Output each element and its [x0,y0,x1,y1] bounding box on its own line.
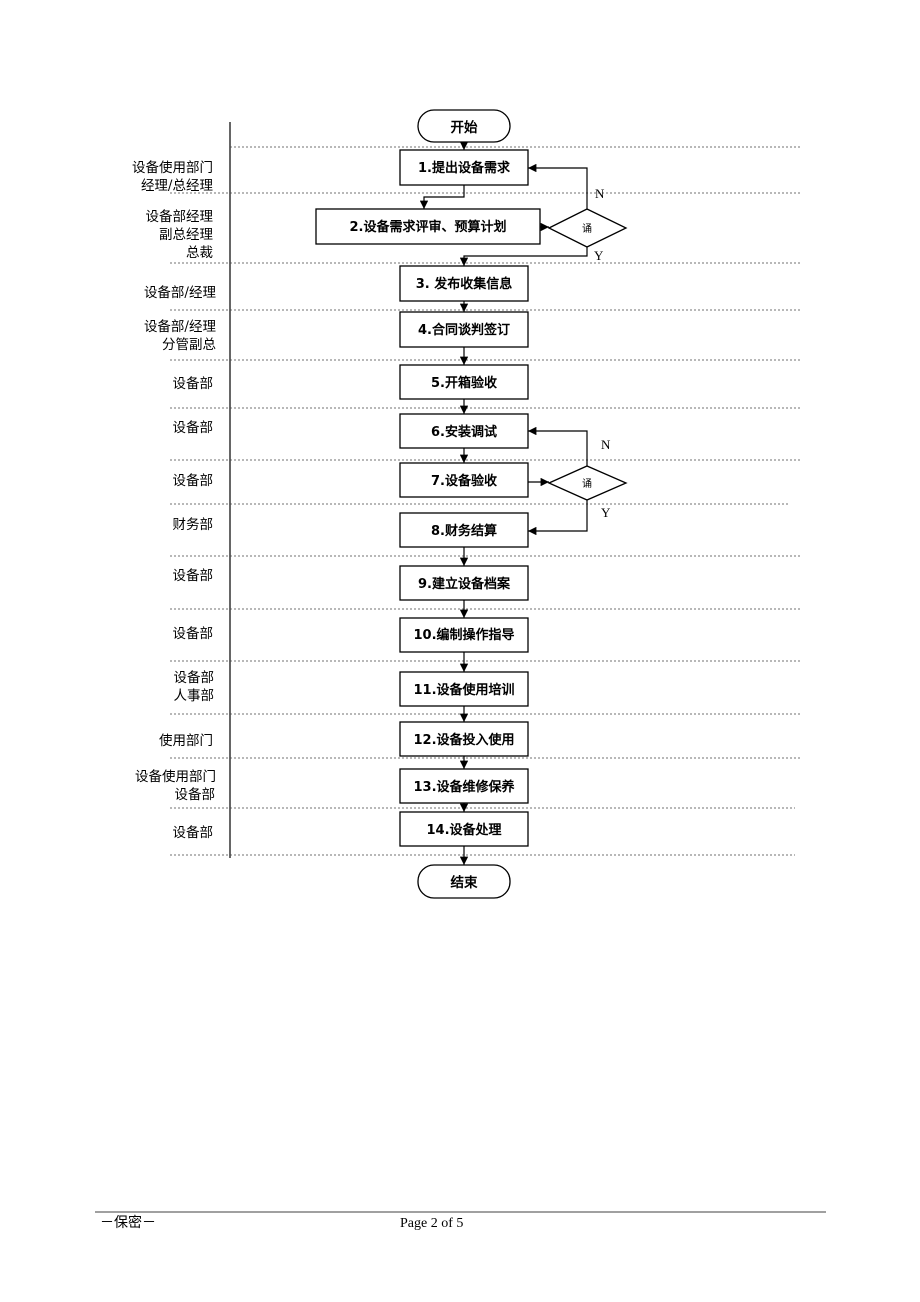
start-terminator: 开始 [417,109,511,143]
connectors [419,141,588,865]
step-3-box: 3. 发布收集信息 [399,265,529,302]
lane-label: 人事部 [174,688,215,704]
end-label: 结束 [451,874,478,891]
step-14-label: 14.设备处理 [426,822,501,838]
lane-label: 设备部 [174,669,215,686]
lane-label: 设备部 [173,567,214,584]
lane-label: 设备部 [173,625,214,642]
lane-label: 设备部经理 [146,208,214,225]
step-4-label: 4.合同谈判签订 [418,322,510,338]
step-8-box: 8.财务结算 [399,512,529,548]
lane-label: 总裁 [186,245,213,261]
lane-label: 设备使用部门 [135,768,216,785]
step-13-label: 13.设备维修保养 [413,779,515,795]
decision-1-label: 诵 [582,223,592,235]
lane-label: 设备部 [173,419,214,436]
step-9-label: 9.建立设备档案 [418,576,511,592]
end-terminator: 结束 [417,864,511,899]
step-1-box: 1.提出设备需求 [399,149,529,186]
decision-2-label: 诵 [582,478,592,490]
step-10-label: 10.编制操作指导 [413,627,514,643]
step-11-box: 11.设备使用培训 [399,671,529,707]
lane-labels: 设备使用部门 经理/总经理 设备部经理 副总经理 总裁 设备部/经理 设备部/经… [132,159,216,841]
step-14-box: 14.设备处理 [399,811,529,847]
decision-2-yes-label: Y [601,505,611,520]
step-12-box: 12.设备投入使用 [399,721,529,757]
decision-2-diamond: 诵 [547,465,628,501]
step-6-label: 6.安装调试 [431,424,497,440]
step-13-box: 13.设备维修保养 [399,768,529,804]
lane-label: 设备部 [173,472,214,489]
step-7-box: 7.设备验收 [399,462,529,498]
lane-label: 分管副总 [162,337,216,353]
decision-1-no-label: N [595,186,605,201]
lane-separators [170,146,800,856]
step-5-box: 5.开箱验收 [399,364,529,400]
step-2-box: 2.设备需求评审、预算计划 [315,208,541,245]
lane-label: 使用部门 [159,732,213,749]
footer-page-number: Page 2 of 5 [400,1216,463,1231]
step-11-label: 11.设备使用培训 [413,682,514,698]
step-7-label: 7.设备验收 [431,473,498,489]
lane-label: 设备使用部门 [132,159,213,176]
step-8-label: 8.财务结算 [431,523,497,539]
lane-label: 财务部 [173,517,214,533]
lane-label: 设备部/经理 [144,284,217,301]
step-9-box: 9.建立设备档案 [399,565,529,601]
step-3-label: 3. 发布收集信息 [416,276,513,292]
lane-label: 设备部/经理 [144,318,217,335]
step-2-label: 2.设备需求评审、预算计划 [350,219,507,235]
step-12-label: 12.设备投入使用 [413,732,514,748]
connector-decision-2-no [528,426,588,466]
connector-decision-1-yes [459,247,588,266]
step-6-box: 6.安装调试 [399,413,529,449]
step-10-box: 10.编制操作指导 [399,617,529,653]
lane-label: 设备部 [173,824,214,841]
decision-1-yes-label: Y [594,248,604,263]
start-label: 开始 [451,119,478,136]
connector-decision-2-yes [528,500,588,536]
lane-label: 副总经理 [159,227,213,243]
connector-1-to-2 [419,185,465,209]
footer-confidential: －保密－ [100,1214,156,1231]
step-5-label: 5.开箱验收 [431,375,498,391]
step-4-box: 4.合同谈判签订 [399,311,529,348]
decision-1-diamond: 诵 [547,208,628,248]
lane-label: 经理/总经理 [141,178,214,194]
lane-label: 设备部 [173,375,214,392]
lane-label: 设备部 [175,786,216,803]
step-1-label: 1.提出设备需求 [418,160,511,176]
connector-decision-1-no [528,163,588,209]
decision-2-no-label: N [601,437,611,452]
